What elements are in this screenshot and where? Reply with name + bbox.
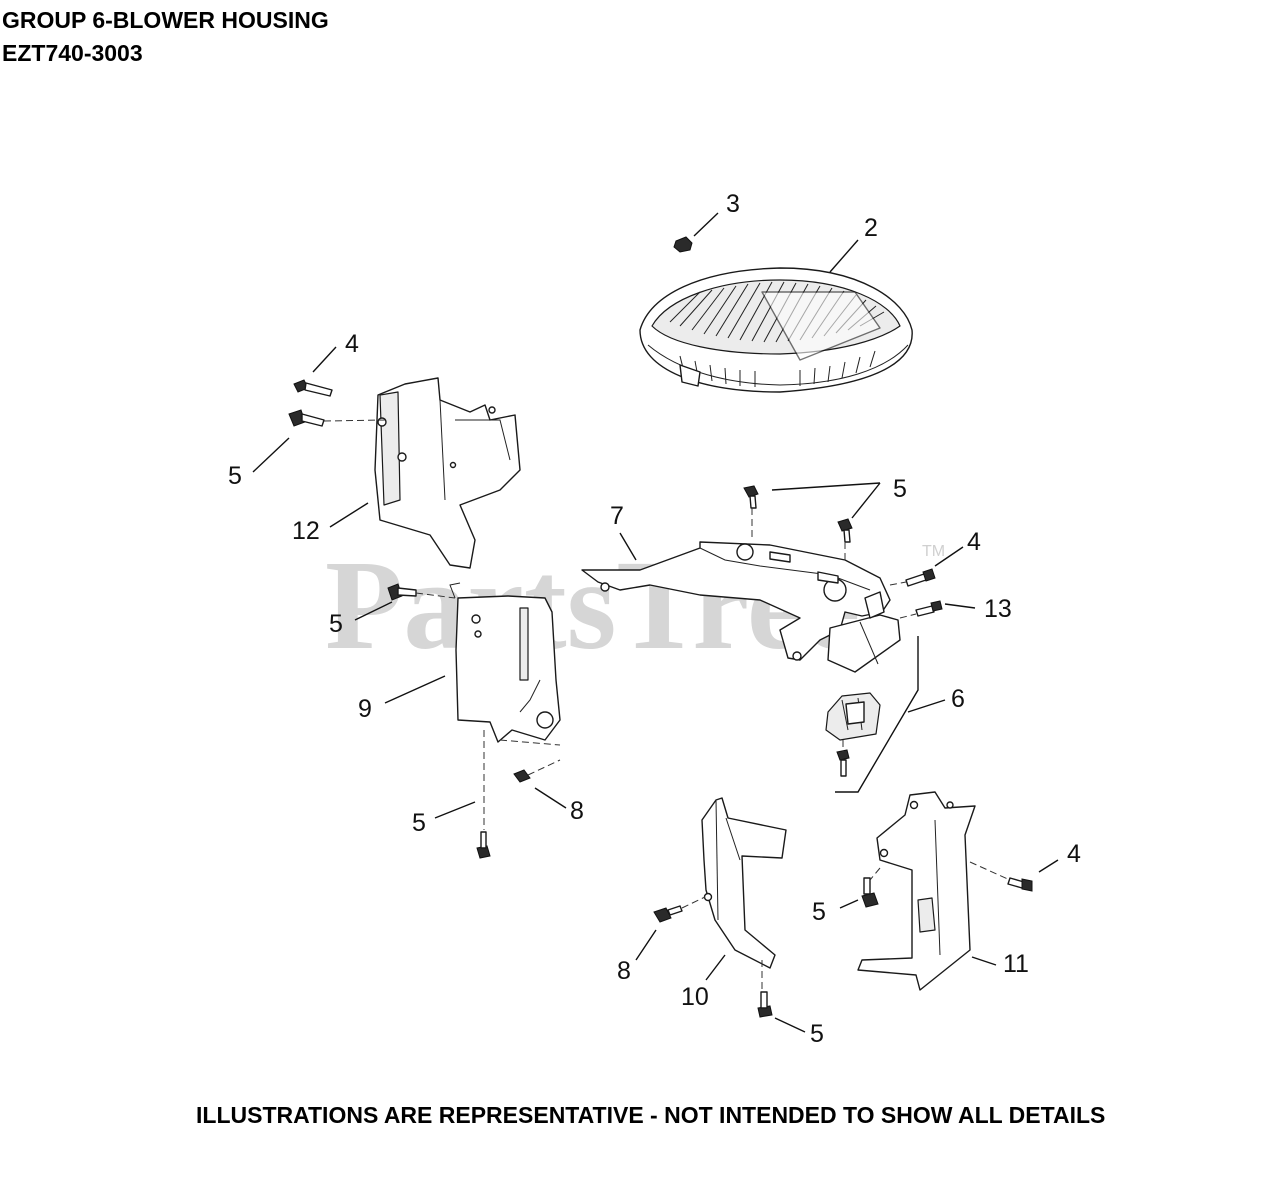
callout-5: 5 [893,475,907,503]
screw-5-bottom [757,991,773,1018]
screw-5-lower-left [476,831,491,859]
screw-4-right [905,568,936,587]
callout-6: 6 [951,685,965,713]
bracket-part-6 [825,591,901,741]
blower-screen-part [639,267,913,393]
callout-12: 12 [292,517,320,545]
watermark-trademark: TM [922,543,945,560]
callout-8: 8 [570,797,584,825]
callout-11: 11 [1003,950,1029,978]
shroud-part-11 [857,791,976,991]
screw-5-upper-left [288,409,325,427]
callout-13: 13 [984,595,1012,623]
callout-5: 5 [810,1020,824,1048]
screw-6-lower [836,749,850,777]
assembly-lines [323,419,1011,990]
shroud-part-10 [701,797,787,969]
screw-4-lower-right [1007,877,1033,892]
screw-13 [915,600,943,617]
callout-9: 9 [358,695,372,723]
callout-4: 4 [345,330,359,358]
shroud-part-9 [449,582,561,743]
screw-5-upper-right-a [743,485,759,509]
shroud-part-12 [374,377,521,569]
diagram-title: GROUP 6-BLOWER HOUSING [2,7,329,33]
screw-4-upper-left [293,379,333,397]
callout-4: 4 [967,528,981,556]
disclaimer-note: ILLUSTRATIONS ARE REPRESENTATIVE - NOT I… [196,1102,1106,1128]
screw-5-upper-right-b [837,518,853,543]
group-bracket-6 [835,636,919,793]
callout-5: 5 [228,462,242,490]
callout-8: 8 [617,957,631,985]
callout-5: 5 [412,809,426,837]
model-number: EZT740-3003 [2,40,143,66]
screw-8-left [513,769,531,783]
callout-10: 10 [681,983,709,1011]
leader-lines [252,212,1059,1033]
callout-2: 2 [864,214,878,242]
callout-5: 5 [329,610,343,638]
screw-5-mid-left [387,583,417,601]
callout-3: 3 [726,190,740,218]
screw-5-lower-right [861,877,879,908]
callout-7: 7 [610,502,624,530]
screw-8-lower [653,905,683,923]
callout-5: 5 [812,898,826,926]
callout-4: 4 [1067,840,1081,868]
screw-part-3 [673,236,693,253]
